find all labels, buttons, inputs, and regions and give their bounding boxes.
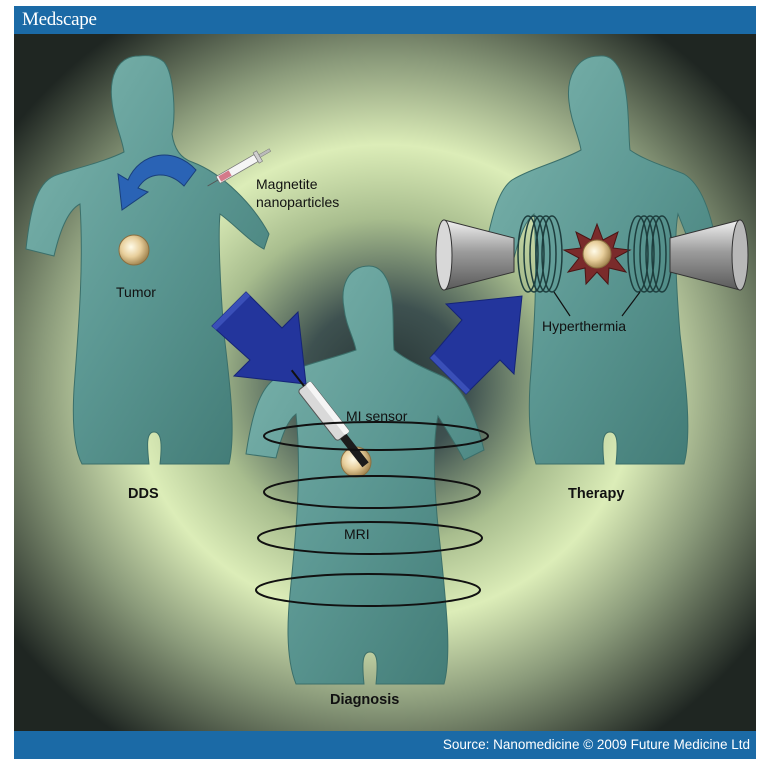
label-mri: MRI: [344, 526, 370, 543]
label-hyperthermia: Hyperthermia: [542, 318, 626, 335]
footer-bar: Source: Nanomedicine © 2009 Future Medic…: [14, 731, 756, 759]
label-diagnosis: Diagnosis: [330, 692, 399, 709]
source-credit: Source: Nanomedicine © 2009 Future Medic…: [443, 737, 750, 752]
label-therapy: Therapy: [568, 486, 624, 503]
header-bar: Medscape: [14, 6, 756, 34]
label-magnetite: Magnetite: [256, 176, 317, 193]
illustration: Magnetite nanoparticles Tumor DDS MI sen…: [14, 34, 756, 731]
label-tumor: Tumor: [116, 284, 156, 301]
label-mi-sensor: MI sensor: [346, 408, 407, 425]
label-dds: DDS: [128, 486, 159, 503]
diagram-svg: [14, 34, 756, 731]
medscape-logo[interactable]: Medscape: [22, 9, 97, 31]
label-nanoparticles: nanoparticles: [256, 194, 339, 211]
tumor-dds: [119, 235, 149, 265]
